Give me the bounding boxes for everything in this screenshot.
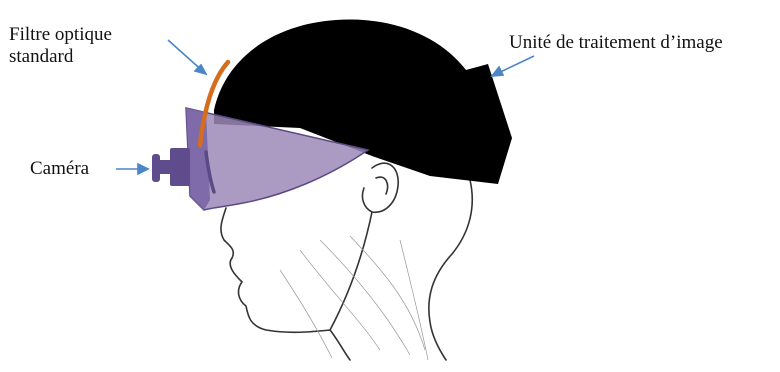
filter-label: Filtre optique standard [9, 24, 112, 68]
processing-unit-label: Unité de traitement d’image [509, 32, 723, 54]
filter-label-line2: standard [9, 46, 112, 68]
filter-label-line1: Filtre optique [9, 24, 112, 46]
camera-label: Caméra [30, 158, 89, 180]
neck-detail-lines [280, 236, 428, 360]
camera-device [152, 148, 190, 186]
